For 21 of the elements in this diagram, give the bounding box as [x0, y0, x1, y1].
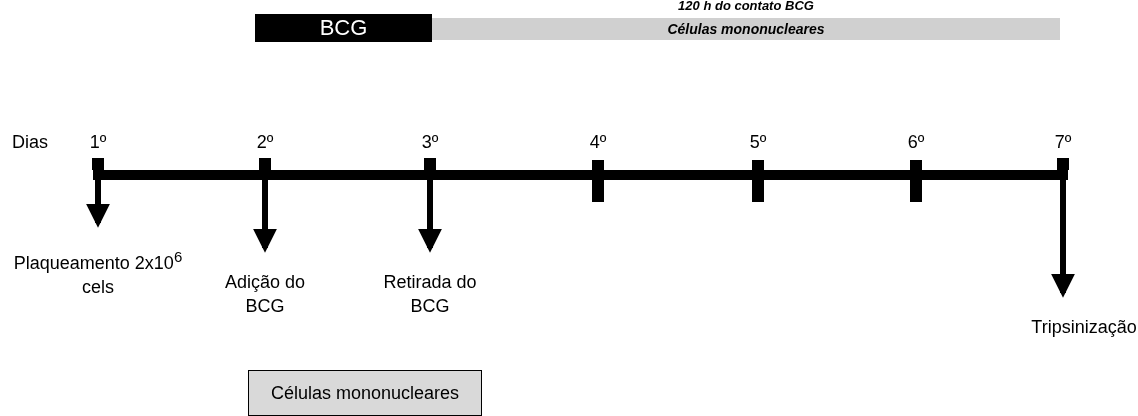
day-label: 3º [420, 131, 440, 153]
event-label: Adição do BCG [205, 270, 325, 318]
day-label: 7º [1053, 131, 1073, 153]
axis-title: Dias [11, 131, 49, 153]
arrow [253, 180, 277, 253]
period-caption: 120 h do contato BCG [677, 0, 815, 14]
period-bar: Células mononucleares [432, 18, 1060, 40]
event-label: Plaqueamento 2x10$^{6}$ cels [10, 245, 186, 293]
day-label: 6º [906, 131, 926, 153]
day-label: 2º [255, 131, 275, 153]
day-label: 4º [588, 131, 608, 153]
day-label: 1º [88, 131, 108, 153]
event-label: Retirada do BCG [370, 270, 490, 318]
cell-box: Células mononucleares [248, 370, 482, 416]
arrow [418, 180, 442, 253]
bcg-bar: BCG [255, 14, 432, 42]
day-label: 5º [748, 131, 768, 153]
timeline-bar [93, 170, 1068, 180]
event-label: Tripsinização [1030, 315, 1138, 339]
arrow [86, 180, 110, 228]
arrow [1051, 180, 1075, 298]
